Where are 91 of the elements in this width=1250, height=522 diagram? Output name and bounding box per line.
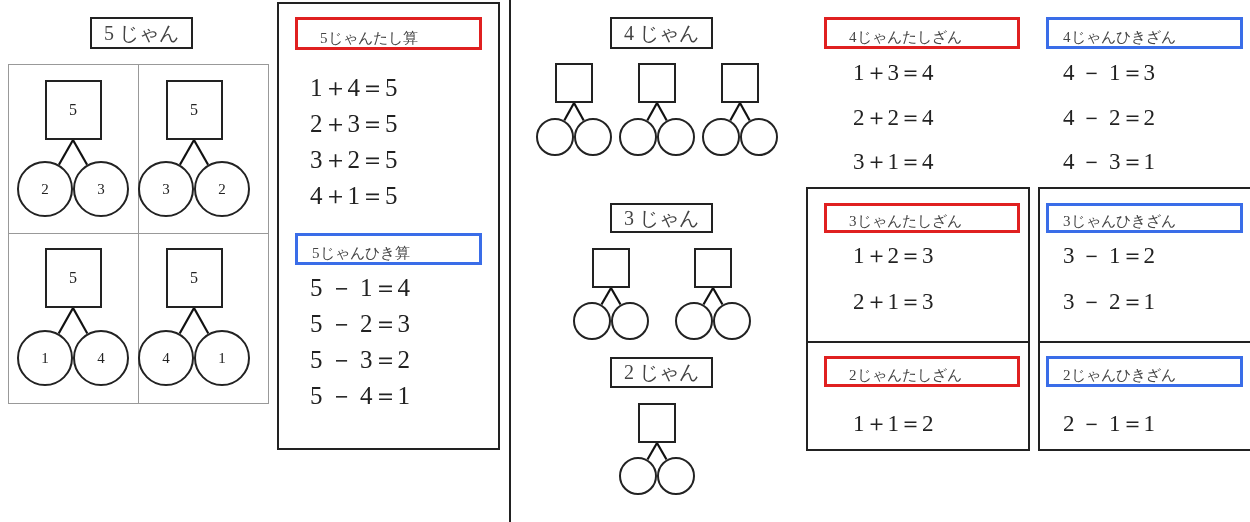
connector-line [739, 102, 751, 121]
equation-text: 4 － 3＝1 [1063, 148, 1155, 177]
equation-text: 2＋2＝4 [853, 103, 934, 132]
heading-box: 4じゃんたしざん [824, 17, 1020, 49]
connector-line [610, 287, 622, 306]
number-circle [574, 118, 612, 156]
number-circle [740, 118, 778, 156]
equation-text: 3 － 1＝2 [1063, 242, 1155, 271]
heading-box: 5じゃんひき算 [295, 233, 482, 265]
number-circle [536, 118, 574, 156]
connector-line [193, 307, 210, 335]
equation-text: 2＋1＝3 [853, 288, 934, 317]
number-circle: 1 [17, 330, 73, 386]
heading-box: 3じゃんひきざん [1046, 203, 1243, 233]
connector-line [72, 139, 89, 166]
equation-text: 1＋2＝3 [853, 242, 934, 271]
connector-line [702, 287, 714, 306]
number-box [592, 248, 630, 288]
number-box [721, 63, 759, 103]
number-box [638, 403, 676, 443]
equation-text: 3＋2＝5 [310, 144, 398, 175]
grid-cell [1038, 187, 1250, 343]
title-box: 3 じゃん [610, 203, 713, 233]
equation-text: 3 － 2＝1 [1063, 288, 1155, 317]
number-box: 5 [165, 248, 223, 308]
equation-text: 5 － 3＝2 [310, 344, 410, 375]
connector-line [72, 307, 89, 335]
grid-cell [138, 233, 269, 404]
number-circle [702, 118, 740, 156]
number-circle [657, 457, 695, 495]
number-circle: 1 [194, 330, 250, 386]
grid-cell [1038, 341, 1250, 451]
equation-text: 3＋1＝4 [853, 148, 934, 177]
number-circle: 3 [138, 161, 194, 217]
connector-line [600, 287, 612, 306]
number-circle [573, 302, 611, 340]
title-box: 2 じゃん [610, 357, 713, 388]
equation-text: 4 － 2＝2 [1063, 103, 1155, 132]
equation-text: 2 － 1＝1 [1063, 410, 1155, 439]
grid-cell [8, 233, 139, 404]
equation-text: 4 － 1＝3 [1063, 59, 1155, 88]
equation-text: 5 － 1＝4 [310, 272, 410, 303]
connector-line [193, 139, 210, 166]
connector-line [646, 102, 658, 121]
answer-panel [277, 2, 500, 450]
number-box: 5 [44, 80, 102, 140]
number-box [694, 248, 732, 288]
grid-cell [806, 187, 1030, 343]
connector-line [573, 102, 585, 121]
number-circle: 3 [73, 161, 129, 217]
number-box: 5 [44, 248, 102, 308]
connector-line [656, 442, 668, 461]
equation-text: 4＋1＝5 [310, 180, 398, 211]
title-box: 4 じゃん [610, 17, 713, 49]
equation-text: 1＋4＝5 [310, 72, 398, 103]
connector-line [57, 307, 74, 335]
number-circle [619, 118, 657, 156]
number-circle: 2 [194, 161, 250, 217]
connector-line [656, 102, 668, 121]
connector-line [729, 102, 741, 121]
grid-cell [138, 64, 269, 234]
number-circle: 2 [17, 161, 73, 217]
heading-box: 5じゃんたし算 [295, 17, 482, 50]
grid-cell [8, 64, 139, 234]
connector-line [712, 287, 724, 306]
number-box [638, 63, 676, 103]
heading-box: 4じゃんひきざん [1046, 17, 1243, 49]
equation-text: 2＋3＝5 [310, 108, 398, 139]
number-circle [619, 457, 657, 495]
grid-cell [806, 341, 1030, 451]
number-circle [713, 302, 751, 340]
number-box [555, 63, 593, 103]
connector-line [57, 139, 74, 166]
heading-box: 3じゃんたしざん [824, 203, 1020, 233]
connector-line [178, 307, 195, 335]
number-circle [611, 302, 649, 340]
title-box: 5 じゃん [90, 17, 193, 49]
heading-box: 2じゃんたしざん [824, 356, 1020, 387]
number-circle [657, 118, 695, 156]
connector-line [563, 102, 575, 121]
equation-text: 5 － 4＝1 [310, 380, 410, 411]
connector-line [178, 139, 195, 166]
number-circle: 4 [138, 330, 194, 386]
connector-line [646, 442, 658, 461]
number-circle [675, 302, 713, 340]
equation-text: 5 － 2＝3 [310, 308, 410, 339]
equation-text: 1＋3＝4 [853, 59, 934, 88]
number-circle: 4 [73, 330, 129, 386]
equation-text: 1＋1＝2 [853, 410, 934, 439]
number-box: 5 [165, 80, 223, 140]
heading-box: 2じゃんひきざん [1046, 356, 1243, 387]
